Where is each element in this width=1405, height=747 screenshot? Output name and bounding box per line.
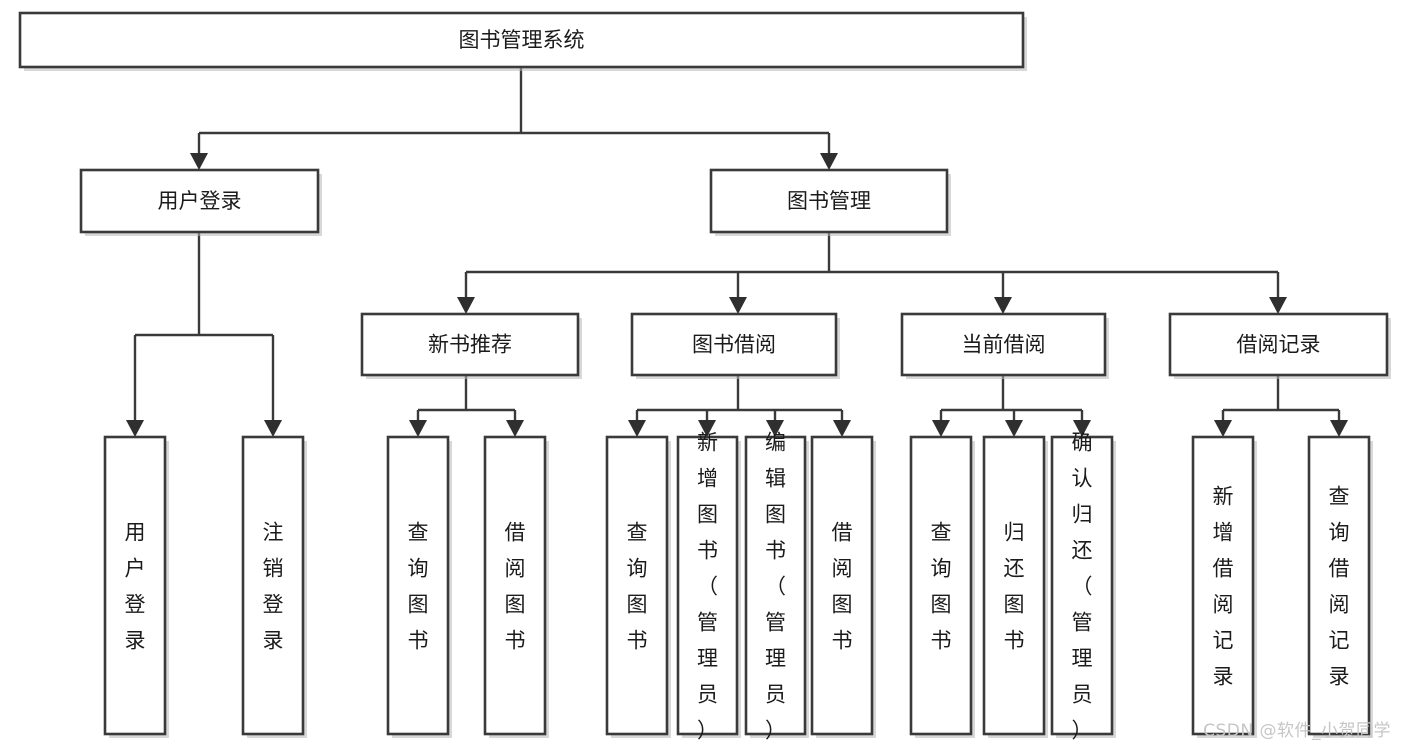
node-label: 借阅图书 [505, 520, 526, 652]
arrow-head-icon [628, 420, 646, 437]
arrow-head-icon [1269, 297, 1287, 314]
node-label: 注销登录 [263, 520, 284, 652]
arrow-head-icon [729, 297, 747, 314]
node-box [810, 435, 874, 736]
node-label: 归还图书 [1004, 520, 1025, 652]
level2-node-book-manage[interactable]: 图书管理 [709, 168, 951, 236]
leaf-node-leaf-return-book[interactable]: 归还图书 [982, 435, 1048, 738]
leaf-node-leaf-logout-login[interactable]: 注销登录 [241, 435, 307, 738]
arrow-head-icon [1330, 420, 1348, 437]
node-label: 借阅记录 [1237, 333, 1321, 357]
connector-group-book-borrow-to-leaves [628, 375, 851, 437]
node-label: 新增图书（管理员） [697, 430, 718, 742]
connector-group-current-borrow-to-leaves [932, 375, 1091, 437]
leaf-node-leaf-query-book-borrow[interactable]: 查询图书 [605, 435, 671, 738]
node-label: 用户登录 [125, 520, 146, 652]
node-box [18, 11, 1025, 69]
node-box [1050, 435, 1114, 736]
leaf-node-leaf-confirm-return-admin[interactable]: 确认归还（管理员） [1050, 430, 1116, 742]
node-label: 新增借阅记录 [1213, 484, 1234, 688]
node-box [386, 435, 450, 736]
arrow-head-icon [820, 153, 838, 170]
node-box [630, 312, 838, 377]
node-label: 查询图书 [931, 520, 952, 652]
node-label: 查询图书 [627, 520, 648, 652]
node-box [709, 168, 949, 234]
node-box [1307, 435, 1371, 736]
node-box [900, 312, 1107, 377]
node-label: 图书管理系统 [459, 28, 585, 52]
node-label: 查询图书 [408, 520, 429, 652]
arrow-head-icon [190, 153, 208, 170]
node-label: 当前借阅 [962, 333, 1046, 357]
arrow-head-icon [506, 420, 524, 437]
arrow-head-icon [994, 297, 1012, 314]
connector-group-user-login-to-leaves [126, 232, 282, 437]
node-box [360, 312, 580, 377]
level3-node-current-borrow[interactable]: 当前借阅 [900, 312, 1109, 379]
node-box [744, 435, 807, 736]
arrow-head-icon [126, 420, 144, 437]
leaf-node-leaf-query-book-recommend[interactable]: 查询图书 [386, 435, 452, 738]
node-label: 编辑图书（管理员） [765, 430, 786, 742]
node-box [676, 435, 739, 736]
connector-group-borrow-record-to-leaves [1214, 375, 1348, 437]
arrow-head-icon [1005, 420, 1023, 437]
arrow-head-icon [766, 420, 784, 437]
node-box [982, 435, 1046, 736]
leaf-node-leaf-add-borrow-record[interactable]: 新增借阅记录 [1191, 435, 1257, 738]
root-node-root[interactable]: 图书管理系统 [18, 11, 1027, 71]
node-box [79, 168, 320, 234]
connector-layer [126, 67, 1348, 437]
node-label: 图书管理 [787, 189, 871, 213]
level3-node-new-book-recommend[interactable]: 新书推荐 [360, 312, 582, 379]
level3-node-book-borrow[interactable]: 图书借阅 [630, 312, 840, 379]
arrow-head-icon [457, 297, 475, 314]
node-box [1191, 435, 1255, 736]
node-box [103, 435, 167, 736]
node-box [909, 435, 973, 736]
node-label: 图书借阅 [692, 333, 776, 357]
node-label: 查询借阅记录 [1329, 484, 1350, 688]
leaf-node-leaf-borrow-book[interactable]: 借阅图书 [810, 435, 876, 738]
node-label: 借阅图书 [832, 520, 853, 652]
arrow-head-icon [932, 420, 950, 437]
arrow-head-icon [698, 420, 716, 437]
leaf-node-leaf-query-book-current[interactable]: 查询图书 [909, 435, 975, 738]
connector-group-book-manage-to-level3 [457, 232, 1287, 314]
level2-node-user-login[interactable]: 用户登录 [79, 168, 322, 236]
connector-group-root-to-level2 [190, 67, 838, 170]
node-layer: 图书管理系统用户登录图书管理新书推荐图书借阅当前借阅借阅记录用户登录注销登录查询… [18, 11, 1391, 742]
arrow-head-icon [1214, 420, 1232, 437]
leaf-node-leaf-edit-book-admin[interactable]: 编辑图书（管理员） [744, 430, 809, 742]
connector-group-new-book-recommend-to-leaves [409, 375, 524, 437]
arrow-head-icon [1073, 420, 1091, 437]
leaf-node-leaf-user-login[interactable]: 用户登录 [103, 435, 169, 738]
leaf-node-leaf-borrow-book-recommend[interactable]: 借阅图书 [483, 435, 549, 738]
arrow-head-icon [409, 420, 427, 437]
node-box [483, 435, 547, 736]
level3-node-borrow-record[interactable]: 借阅记录 [1168, 312, 1391, 379]
arrow-head-icon [264, 420, 282, 437]
leaf-node-leaf-add-book-admin[interactable]: 新增图书（管理员） [676, 430, 741, 742]
node-box [241, 435, 305, 736]
node-box [1168, 312, 1389, 377]
node-label: 用户登录 [158, 189, 242, 213]
node-label: 新书推荐 [428, 333, 512, 357]
node-box [605, 435, 669, 736]
leaf-node-leaf-query-borrow-record[interactable]: 查询借阅记录 [1307, 435, 1373, 738]
arrow-head-icon [833, 420, 851, 437]
node-label: 确认归还（管理员） [1072, 430, 1093, 742]
